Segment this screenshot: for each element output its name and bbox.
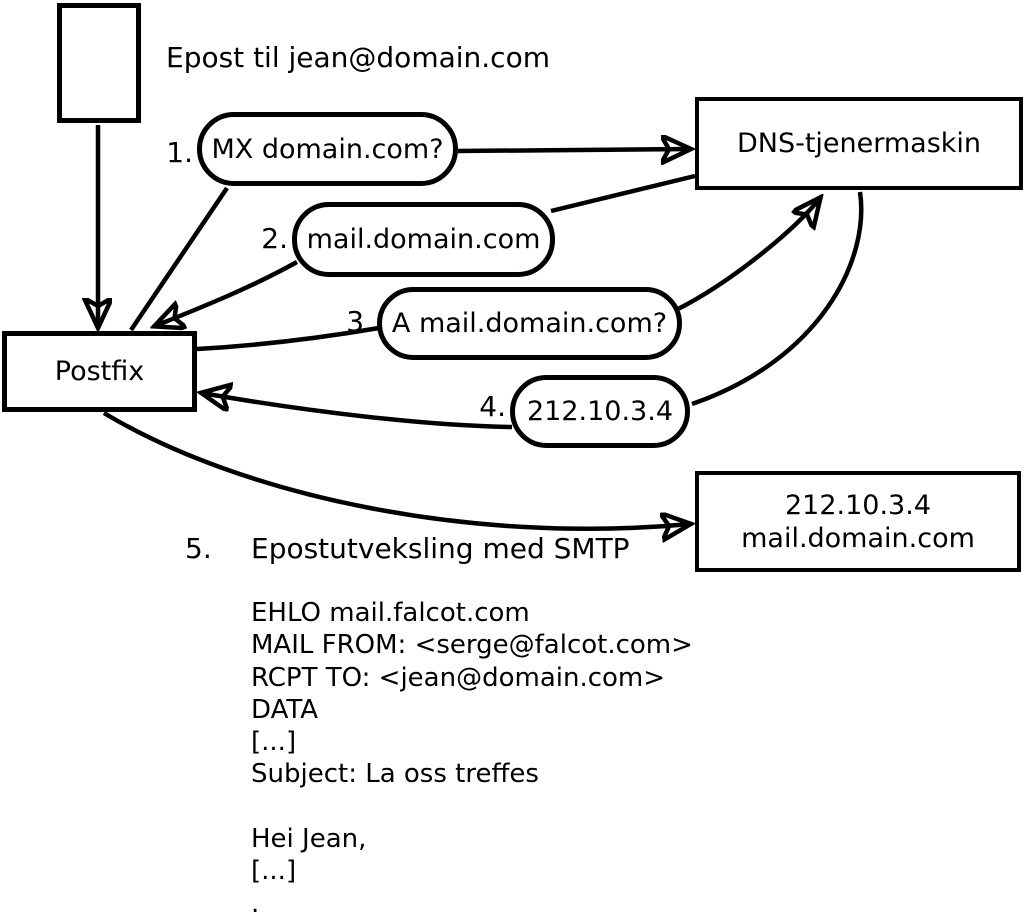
step-number-4: 4.: [479, 390, 506, 423]
step3-a-query-pill: A mail.domain.com?: [377, 287, 682, 360]
step2-mx-answer-pill: mail.domain.com: [292, 202, 555, 277]
arrow-postfix-to-mailserver: [102, 411, 690, 529]
arrow-mx-pill-to-dns: [457, 149, 690, 151]
arrow-mail-pill-to-postfix: [155, 260, 299, 326]
postfix-label: Postfix: [54, 356, 145, 387]
dns-server-box: DNS-tjenermaskin: [695, 97, 1023, 190]
step2-label: mail.domain.com: [306, 224, 541, 255]
line-postfix-to-mx-pill: [129, 186, 229, 332]
email-message-box: [57, 3, 141, 123]
smtp-line: RCPT TO: <jean@domain.com>: [251, 662, 666, 693]
line-dns-to-ip-pill: [691, 191, 864, 407]
step3-label: A mail.domain.com?: [391, 308, 668, 339]
step-number-1: 1.: [166, 136, 193, 169]
step1-label: MX domain.com?: [211, 133, 444, 165]
mailserver-hostname: mail.domain.com: [741, 522, 975, 554]
smtp-session-block: EHLO mail.falcot.com MAIL FROM: <serge@f…: [251, 597, 693, 919]
dns-server-label: DNS-tjenermaskin: [736, 128, 982, 159]
smtp-line: [...]: [251, 727, 297, 758]
arrow-ip-pill-to-postfix: [202, 393, 513, 430]
smtp-line: EHLO mail.falcot.com: [251, 598, 530, 628]
step4-label: 212.10.3.4: [527, 396, 673, 427]
smtp-line: Subject: La oss treffes: [251, 759, 539, 790]
smtp-line: Hei Jean,: [251, 824, 367, 855]
mailserver-ip: 212.10.3.4: [785, 489, 931, 521]
smtp-line: .: [251, 888, 260, 919]
line-postfix-to-a-pill: [196, 325, 380, 352]
smtp-line: MAIL FROM: <serge@falcot.com>: [251, 630, 693, 661]
smtp-line: DATA: [251, 694, 318, 725]
smtp-line: [251, 791, 693, 823]
postfix-box: Postfix: [2, 331, 197, 412]
arrow-a-pill-to-dns: [674, 198, 820, 313]
step-number-5: 5.: [185, 532, 212, 565]
line-dns-to-mail-pill: [550, 173, 696, 214]
step5-label: Epostutveksling med SMTP: [251, 532, 630, 565]
mailserver-box: 212.10.3.4 mail.domain.com: [695, 471, 1021, 572]
step-number-2: 2.: [261, 222, 288, 255]
step-number-3: 3.: [346, 305, 373, 338]
diagram-title: Epost til jean@domain.com: [166, 41, 550, 74]
step1-mx-query-pill: MX domain.com?: [197, 112, 458, 186]
step4-a-answer-pill: 212.10.3.4: [510, 375, 690, 448]
smtp-line: [...]: [251, 856, 297, 887]
